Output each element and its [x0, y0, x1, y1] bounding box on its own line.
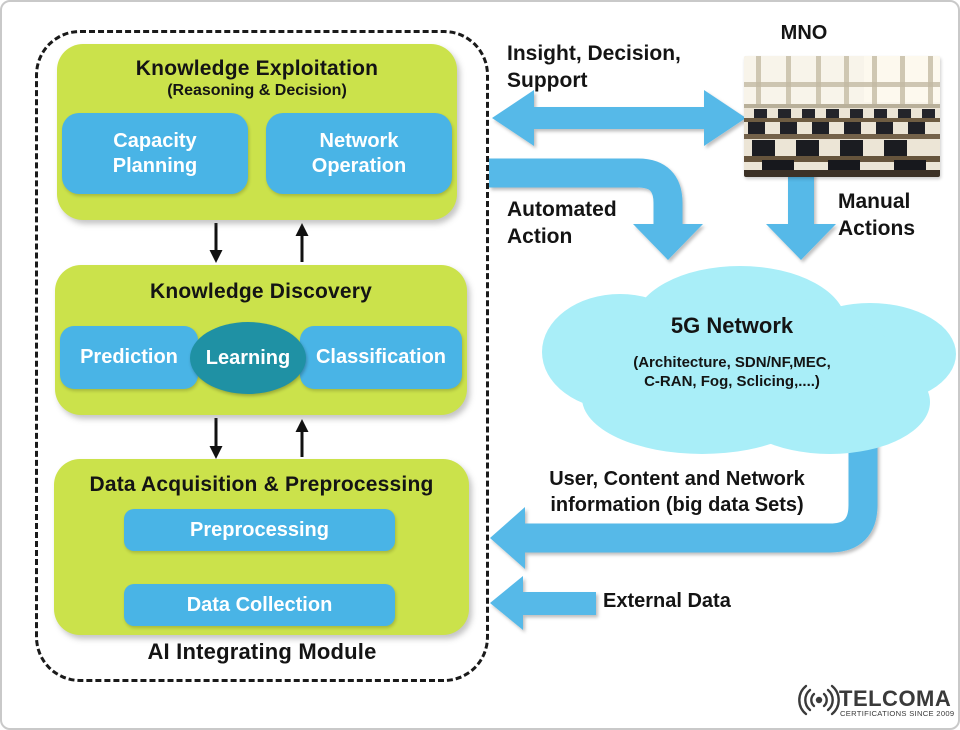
- knowledge-exploitation-subtitle: (Reasoning & Decision): [167, 82, 347, 99]
- automated-action-label: Automated Action: [507, 198, 617, 248]
- prediction-box: Prediction: [60, 326, 198, 389]
- classroom-illustration: [744, 56, 940, 177]
- data-collection-box: Data Collection: [124, 584, 395, 626]
- signal-icon: [798, 684, 840, 716]
- data-acquisition-layer: Data Acquisition & Preprocessing Preproc…: [54, 459, 469, 635]
- classification-box: Classification: [300, 326, 462, 389]
- manual-actions-arrow: [766, 172, 836, 260]
- knowledge-discovery-layer: Knowledge Discovery Prediction Learning …: [55, 265, 467, 415]
- knowledge-exploitation-layer: Knowledge Exploitation (Reasoning & Deci…: [57, 44, 457, 220]
- ai-module-caption: AI Integrating Module: [147, 639, 377, 664]
- external-data-arrow: [490, 576, 596, 630]
- external-data-label: External Data: [603, 590, 731, 612]
- knowledge-exploitation-title: Knowledge Exploitation: [135, 57, 379, 80]
- learning-ellipse: Learning: [190, 322, 306, 394]
- insight-decision-label: Insight, Decision, Support: [507, 42, 681, 92]
- logo-tagline: CERTIFICATIONS SINCE 2009: [840, 709, 954, 718]
- cloud-title: 5G Network: [670, 313, 794, 338]
- mno-label: MNO: [780, 22, 828, 44]
- manual-actions-label: Manual Actions: [838, 190, 916, 240]
- insight-double-arrow: [492, 90, 746, 146]
- logo-wordmark: TELCOMA: [839, 686, 951, 711]
- mno-classroom-photo: [744, 56, 940, 177]
- ai-module-frame: [35, 30, 489, 682]
- data-acquisition-title: Data Acquisition & Preprocessing: [89, 473, 434, 496]
- capacity-planning-box: Capacity Planning: [62, 113, 248, 194]
- user-content-label: User, Content and Network information (b…: [549, 468, 805, 516]
- cloud-subtitle: (Architecture, SDN/NF,MEC, C-RAN, Fog, S…: [633, 354, 831, 390]
- preprocessing-box: Preprocessing: [124, 509, 395, 551]
- telcoma-logo: TELCOMA CERTIFICATIONS SINCE 2009: [798, 682, 954, 722]
- knowledge-discovery-title: Knowledge Discovery: [149, 280, 373, 303]
- network-operation-box: Network Operation: [266, 113, 452, 194]
